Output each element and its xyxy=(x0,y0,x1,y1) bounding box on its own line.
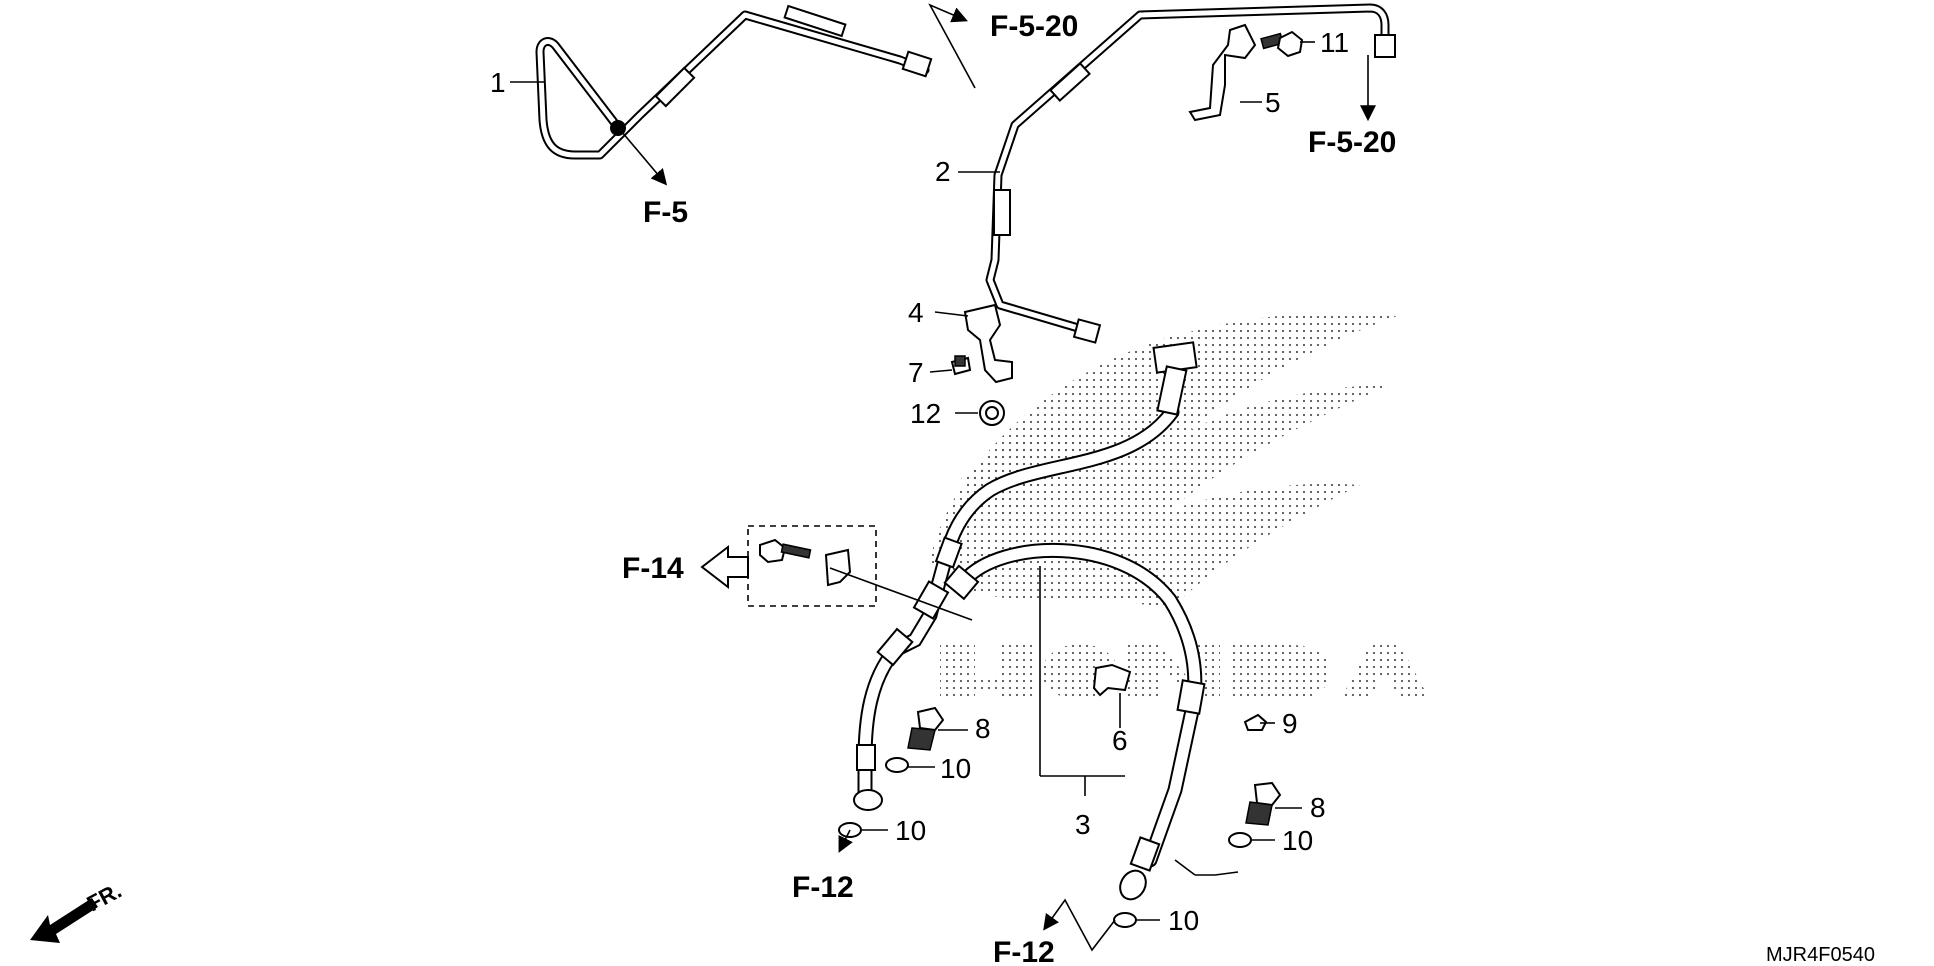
callout-8-right: 8 xyxy=(1310,792,1326,823)
callout-6: 6 xyxy=(1112,725,1128,756)
banjo-bolt-8-left xyxy=(907,706,945,751)
brake-pipe-2 xyxy=(985,3,1396,344)
callout-3: 3 xyxy=(1075,809,1091,840)
cap-9 xyxy=(1243,713,1268,731)
callout-1: 1 xyxy=(490,67,506,98)
ref-f5-20-right: F-5-20 xyxy=(1308,126,1396,159)
brake-pipe-1 xyxy=(535,4,933,160)
callout-10-d: 10 xyxy=(1168,905,1199,936)
ref-f14: F-14 xyxy=(622,552,684,585)
ref-f12-left: F-12 xyxy=(792,871,854,904)
callout-11: 11 xyxy=(1320,27,1349,58)
callout-7: 7 xyxy=(908,357,924,388)
callout-5: 5 xyxy=(1265,87,1281,118)
callout-2: 2 xyxy=(935,156,951,187)
callout-12: 12 xyxy=(910,398,941,429)
ref-f5-20-top: F-5-20 xyxy=(990,10,1078,43)
callout-10-b: 10 xyxy=(895,815,926,846)
callout-9: 9 xyxy=(1282,708,1298,739)
diagram-code: MJR4F0540 xyxy=(1766,944,1875,966)
clamp-6 xyxy=(1092,663,1132,697)
brake-hose-3 xyxy=(853,341,1206,901)
callout-10-a: 10 xyxy=(940,753,971,784)
bracket-4 xyxy=(963,303,1013,384)
grommet-12 xyxy=(979,400,1005,426)
clip-5 xyxy=(1188,23,1257,122)
banjo-bolt-8-right xyxy=(1245,781,1282,826)
ref-f5: F-5 xyxy=(643,196,688,229)
leader-lines xyxy=(510,41,1315,921)
reference-arrows xyxy=(621,3,1376,952)
bolt-11 xyxy=(1260,30,1304,58)
ref-f12-bottom: F-12 xyxy=(993,936,1055,966)
callout-8-left: 8 xyxy=(975,713,991,744)
callout-4: 4 xyxy=(908,297,924,328)
bolt-7 xyxy=(950,355,972,376)
front-direction-arrow-icon xyxy=(30,898,98,943)
callout-10-c: 10 xyxy=(1282,825,1313,856)
